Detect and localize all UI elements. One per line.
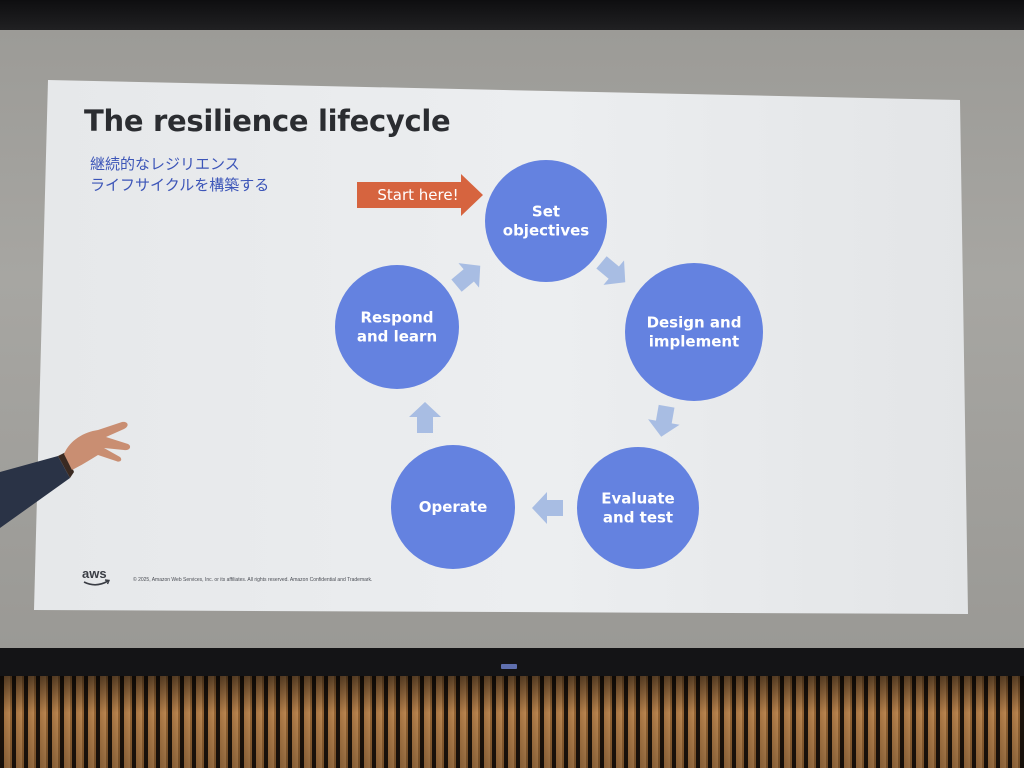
- cycle-node-label: Evaluate: [601, 490, 674, 508]
- cycle-node-label: and learn: [357, 328, 437, 346]
- slide-title: The resilience lifecycle: [84, 104, 451, 138]
- cycle-connectors: [409, 256, 680, 524]
- cycle-node-circle: [577, 447, 699, 569]
- cycle-node-label: Design and: [647, 314, 742, 332]
- cycle-arrow-icon: [532, 492, 563, 524]
- aws-logo-icon: aws: [82, 566, 114, 588]
- cycle-node-label: Respond: [360, 309, 433, 327]
- slide-subtitle: 継続的なレジリエンス ライフサイクルを構築する: [90, 154, 269, 196]
- cycle-arrow-icon: [451, 263, 481, 292]
- cycle-node-circle: [485, 160, 607, 282]
- start-here-arrow: Start here!: [357, 174, 483, 216]
- cycle-node-circle: [335, 265, 459, 389]
- cycle-node-label: and test: [603, 509, 673, 527]
- presenter-hand: [0, 421, 131, 528]
- copyright-footer: © 2025, Amazon Web Services, Inc. or its…: [133, 577, 373, 583]
- cycle-node-label: Operate: [419, 498, 488, 516]
- cycle-arrow-icon: [648, 404, 680, 437]
- cycle-node-label: Set: [532, 203, 560, 221]
- cycle-node: Operate: [391, 445, 515, 569]
- cycle-arrow-icon: [596, 256, 626, 285]
- start-here-label: Start here!: [377, 186, 458, 204]
- cycle-node-circle: [391, 445, 515, 569]
- cycle-node-circle: [625, 263, 763, 401]
- aws-logo-text: aws: [82, 566, 107, 581]
- start-arrow-icon: [357, 174, 483, 216]
- cycle-arrow-icon: [409, 402, 441, 433]
- subtitle-line: 継続的なレジリエンス: [90, 155, 240, 173]
- stage-band: [0, 648, 1024, 678]
- cycle-node-label: implement: [649, 333, 739, 351]
- cycle-node-label: objectives: [503, 222, 590, 240]
- subtitle-line: ライフサイクルを構築する: [90, 176, 270, 194]
- wood-wall-shadow: [0, 676, 1024, 768]
- slide-surface: [34, 80, 968, 614]
- status-led: [501, 664, 517, 669]
